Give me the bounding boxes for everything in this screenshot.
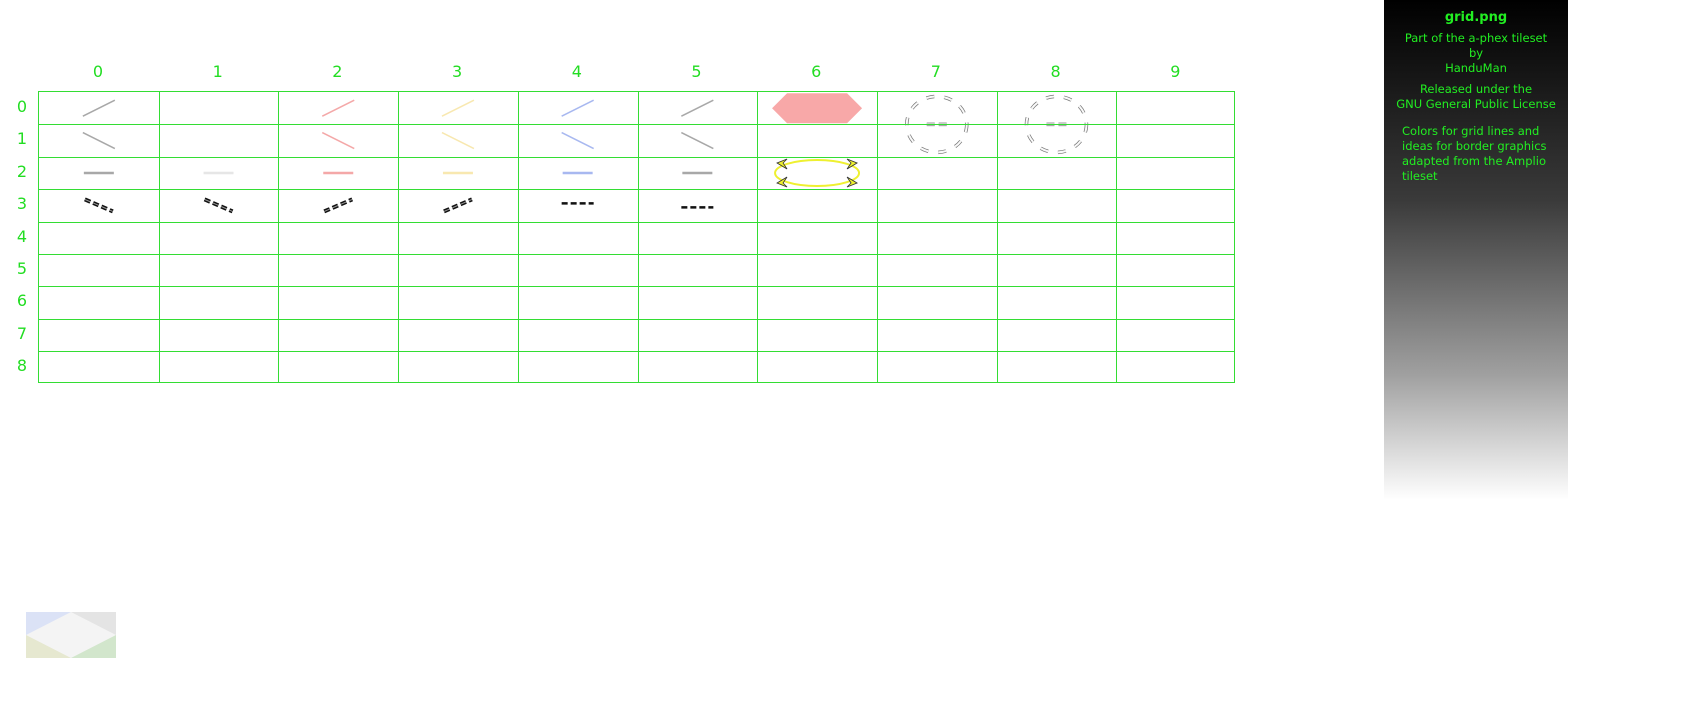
diagonal-line-tile xyxy=(681,99,714,117)
diagonal-line-tile xyxy=(321,99,355,117)
diagonal-line-tile xyxy=(321,131,355,150)
column-label: 9 xyxy=(1170,62,1181,81)
grid-row-line xyxy=(39,286,1234,288)
column-label: 1 xyxy=(212,62,223,81)
grid-column-line xyxy=(757,92,759,382)
diagonal-line-tile xyxy=(82,131,116,150)
file-title: grid.png xyxy=(1444,10,1508,25)
grid-column-line xyxy=(1116,92,1118,382)
license-block: Released under the GNU General Public Li… xyxy=(1384,82,1568,112)
column-label: 4 xyxy=(571,62,582,81)
dashed-border-tile xyxy=(84,198,114,212)
arrow-icon xyxy=(776,176,788,188)
grid-column-line xyxy=(398,92,400,382)
selection-diamond-tile xyxy=(772,93,863,124)
row-label: 3 xyxy=(16,194,28,214)
grid-column-line xyxy=(278,92,280,382)
column-label: 6 xyxy=(811,62,822,81)
row-label: 8 xyxy=(16,356,28,376)
credit-line-3: HanduMan xyxy=(1445,61,1507,75)
column-label: 5 xyxy=(691,62,702,81)
row-label: 0 xyxy=(16,97,28,116)
credit-block: Part of the a-phex tileset by HanduMan xyxy=(1384,31,1568,76)
column-label: 0 xyxy=(92,62,104,81)
highlight-ring-tile xyxy=(774,159,861,187)
grid-row-line xyxy=(39,221,1234,223)
grid-column-line xyxy=(996,92,998,382)
dashed-border-tile xyxy=(443,198,473,212)
tile-grid xyxy=(38,91,1235,383)
license-line-2: GNU General Public License xyxy=(1396,97,1556,111)
row-label: 4 xyxy=(16,226,28,246)
grid-column-line xyxy=(158,92,160,382)
column-label: 7 xyxy=(930,62,941,81)
grid-column-line xyxy=(517,92,519,382)
column-label: 2 xyxy=(332,62,343,81)
arrow-icon xyxy=(776,158,788,170)
column-label: 3 xyxy=(452,62,463,81)
diagonal-line-tile xyxy=(681,131,714,150)
grid-column-line xyxy=(637,92,639,382)
diagonal-line-tile xyxy=(441,99,475,117)
credit-line-1: Part of the a-phex tileset xyxy=(1404,31,1548,45)
grid-row-line xyxy=(39,351,1234,353)
arrow-icon xyxy=(846,176,858,188)
info-panel: grid.png Part of the a-phex tileset by H… xyxy=(1384,0,1568,500)
grid-row-line xyxy=(39,156,1234,158)
row-label: 2 xyxy=(16,161,28,181)
dashed-border-tile xyxy=(204,198,233,212)
grid-row-line xyxy=(39,189,1234,191)
grid-row-line xyxy=(39,254,1234,255)
row-label: 1 xyxy=(16,129,28,149)
dashed-border-tile xyxy=(324,198,353,212)
description: Colors for grid lines and ideas for bord… xyxy=(1402,124,1547,183)
grid-column-line xyxy=(876,92,878,382)
diagonal-line-tile xyxy=(561,131,594,150)
tile-preview-thumbnail xyxy=(26,612,116,658)
grid-row-line xyxy=(39,318,1234,320)
grid-row-line xyxy=(39,124,1234,126)
row-label: 5 xyxy=(16,259,28,278)
tile-sheet: 0 1 2 3 4 5 6 7 8 9 0 1 2 3 4 5 6 7 8 xyxy=(16,62,1235,383)
credit-line-2: by xyxy=(1468,46,1484,60)
row-label: 6 xyxy=(16,291,28,311)
diagonal-line-tile xyxy=(82,99,116,117)
arrow-icon xyxy=(846,158,858,170)
license-line-1: Released under the xyxy=(1419,82,1533,96)
row-label: 7 xyxy=(16,323,28,343)
column-label: 8 xyxy=(1050,62,1061,81)
diagonal-line-tile xyxy=(561,99,594,117)
diagonal-line-tile xyxy=(441,131,475,150)
